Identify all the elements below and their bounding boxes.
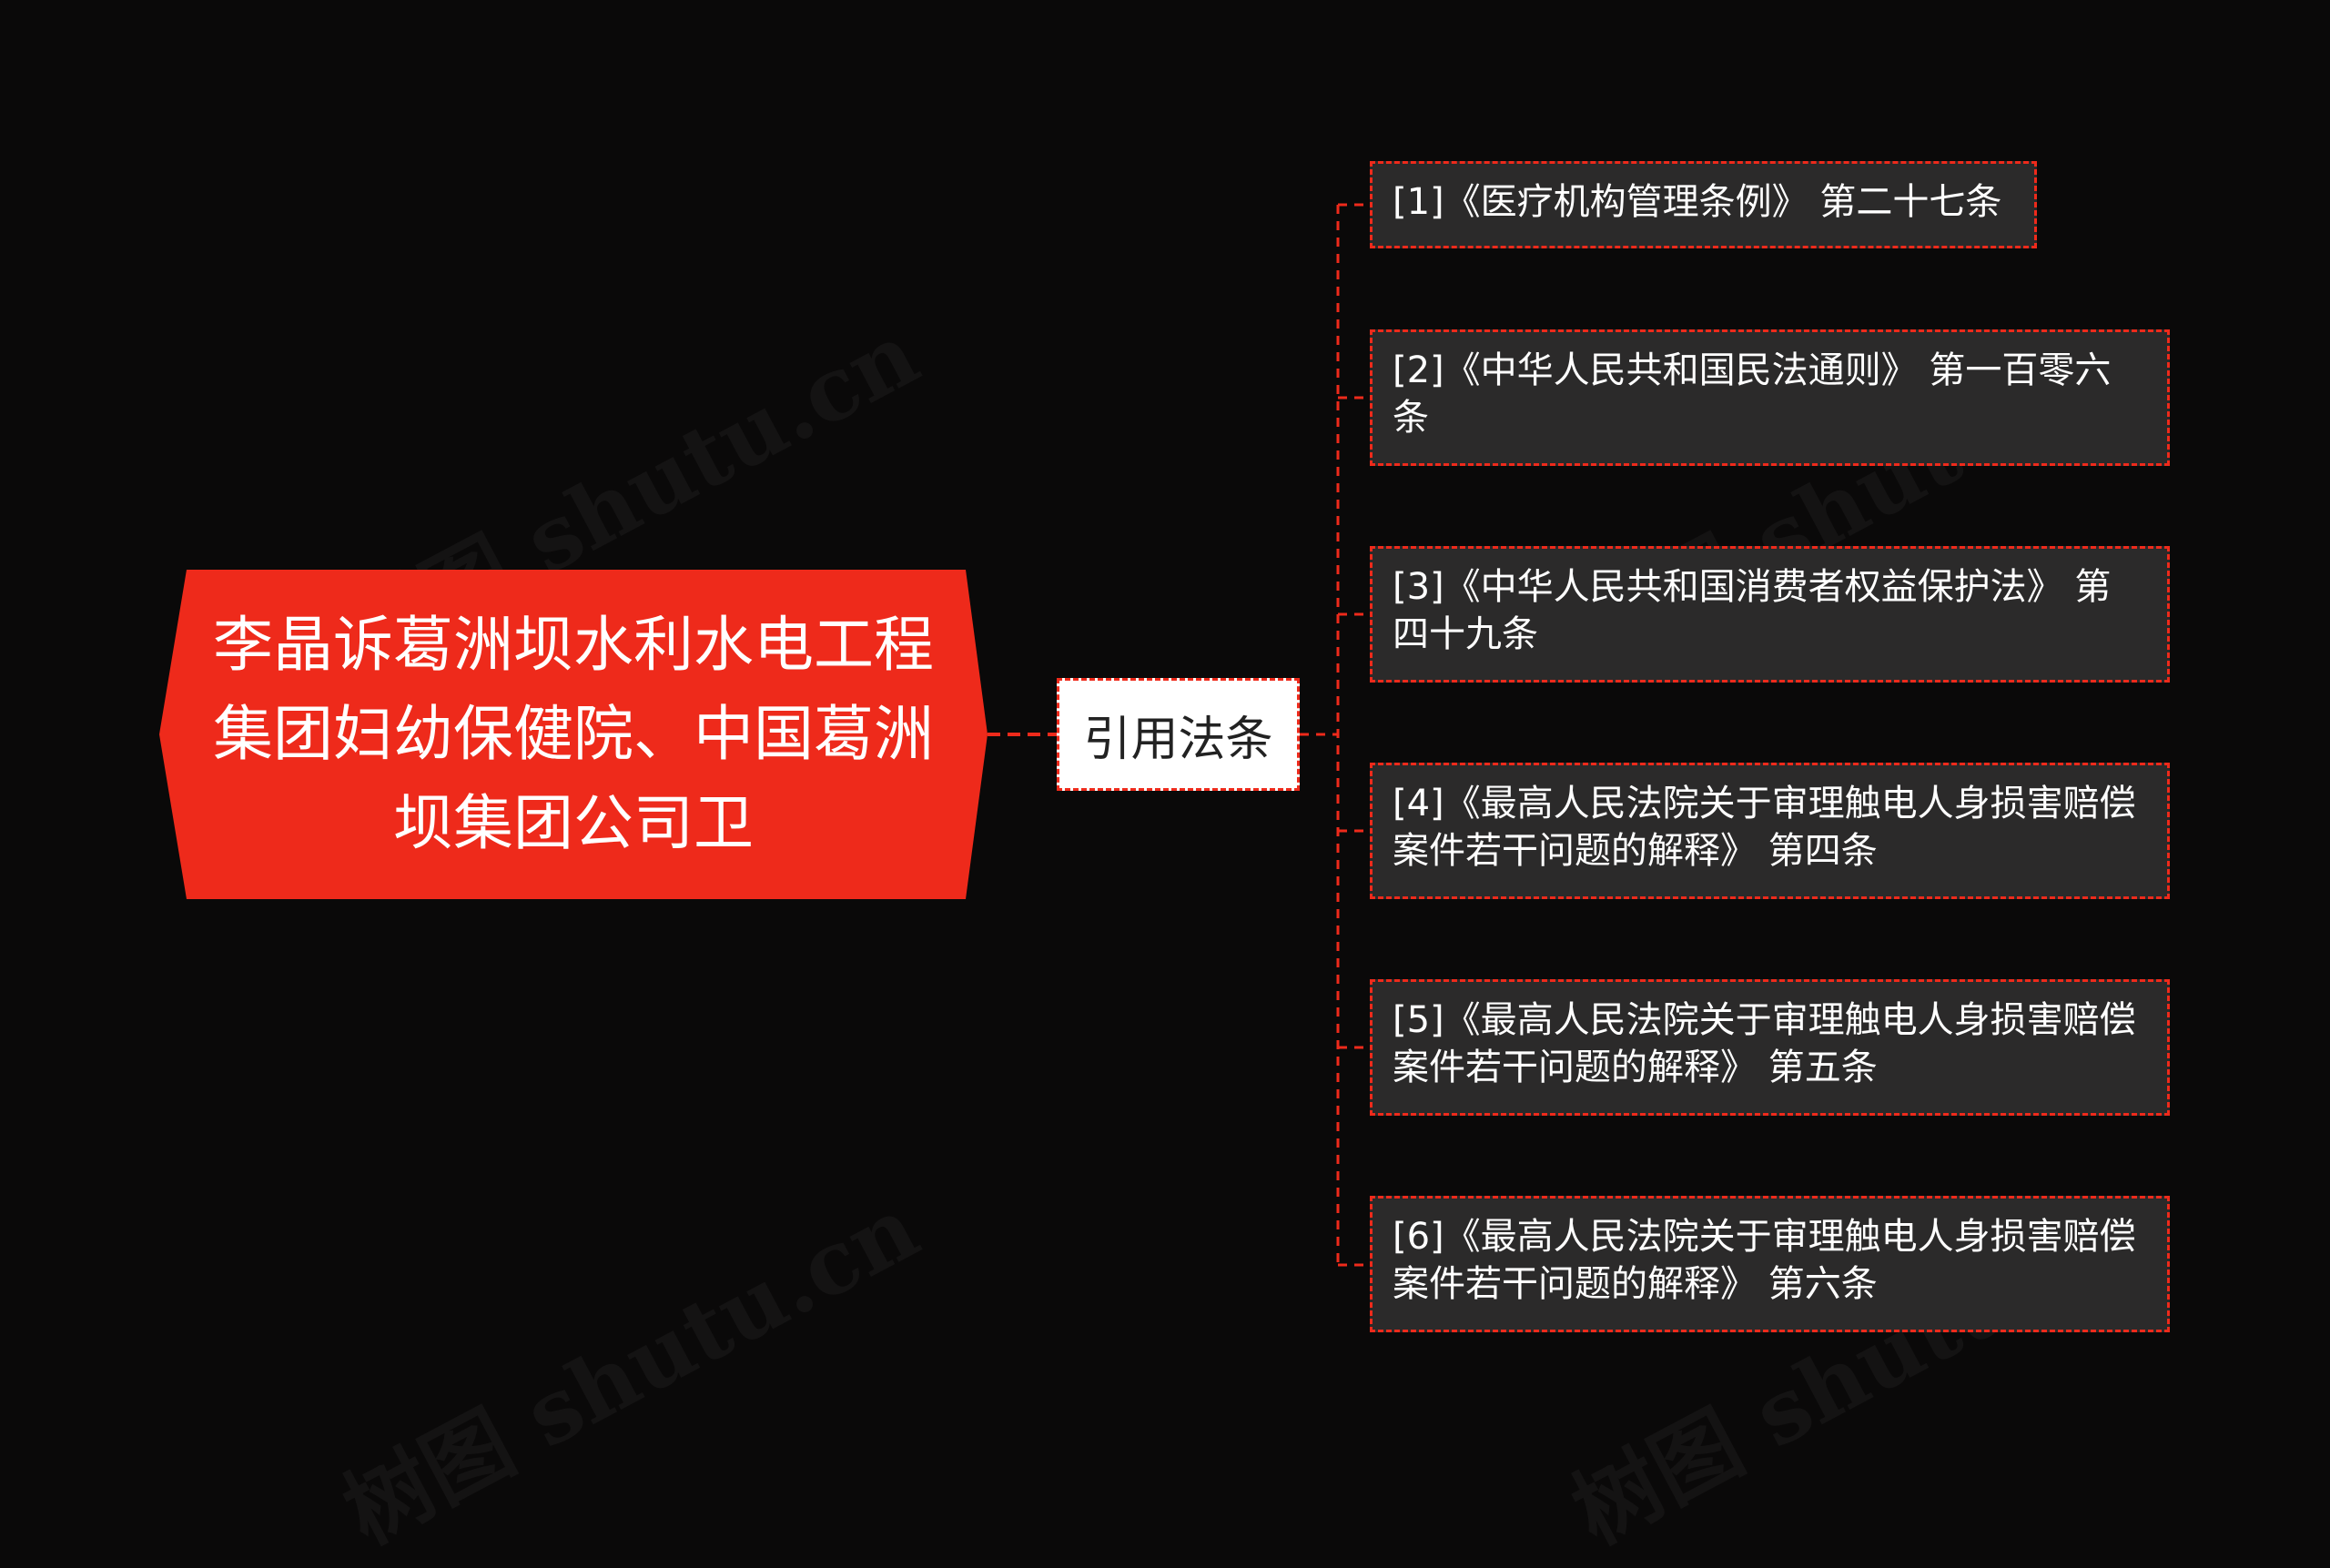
- leaf-node-4[interactable]: [4]《最高人民法院关于审理触电人身损害赔偿案件若干问题的解释》 第四条: [1370, 763, 2170, 899]
- leaf-node-2[interactable]: [2]《中华人民共和国民法通则》 第一百零六条: [1370, 329, 2170, 466]
- leaf-node-3[interactable]: [3]《中华人民共和国消费者权益保护法》 第四十九条: [1370, 546, 2170, 683]
- leaf-label: [1]《医疗机构管理条例》 第二十七条: [1393, 181, 2002, 223]
- watermark: 树图 shutu.cn: [319, 1159, 937, 1568]
- leaf-node-6[interactable]: [6]《最高人民法院关于审理触电人身损害赔偿案件若干问题的解释》 第六条: [1370, 1196, 2170, 1332]
- leaf-label: [2]《中华人民共和国民法通则》 第一百零六条: [1393, 349, 2112, 439]
- root-topic-label: 李晶诉葛洲坝水利水电工程集团妇幼保健院、中国葛洲坝集团公司卫: [213, 610, 934, 858]
- leaf-label: [3]《中华人民共和国消费者权益保护法》 第四十九条: [1393, 566, 2112, 655]
- leaf-label: [6]《最高人民法院关于审理触电人身损害赔偿案件若干问题的解释》 第六条: [1393, 1216, 2136, 1305]
- mind-map-canvas: 树图 shutu.cn 树图 shutu.cn 树图 shutu.cn 树图 s…: [159, 161, 2170, 1563]
- leaf-node-1[interactable]: [1]《医疗机构管理条例》 第二十七条: [1370, 161, 2037, 248]
- branch-node-cited-laws[interactable]: 引用法条: [1057, 678, 1300, 791]
- leaf-node-5[interactable]: [5]《最高人民法院关于审理触电人身损害赔偿案件若干问题的解释》 第五条: [1370, 979, 2170, 1116]
- leaf-label: [4]《最高人民法院关于审理触电人身损害赔偿案件若干问题的解释》 第四条: [1393, 783, 2136, 872]
- root-topic-node[interactable]: 李晶诉葛洲坝水利水电工程集团妇幼保健院、中国葛洲坝集团公司卫: [159, 570, 988, 899]
- branch-label: 引用法条: [1083, 712, 1273, 767]
- leaf-label: [5]《最高人民法院关于审理触电人身损害赔偿案件若干问题的解释》 第五条: [1393, 999, 2136, 1088]
